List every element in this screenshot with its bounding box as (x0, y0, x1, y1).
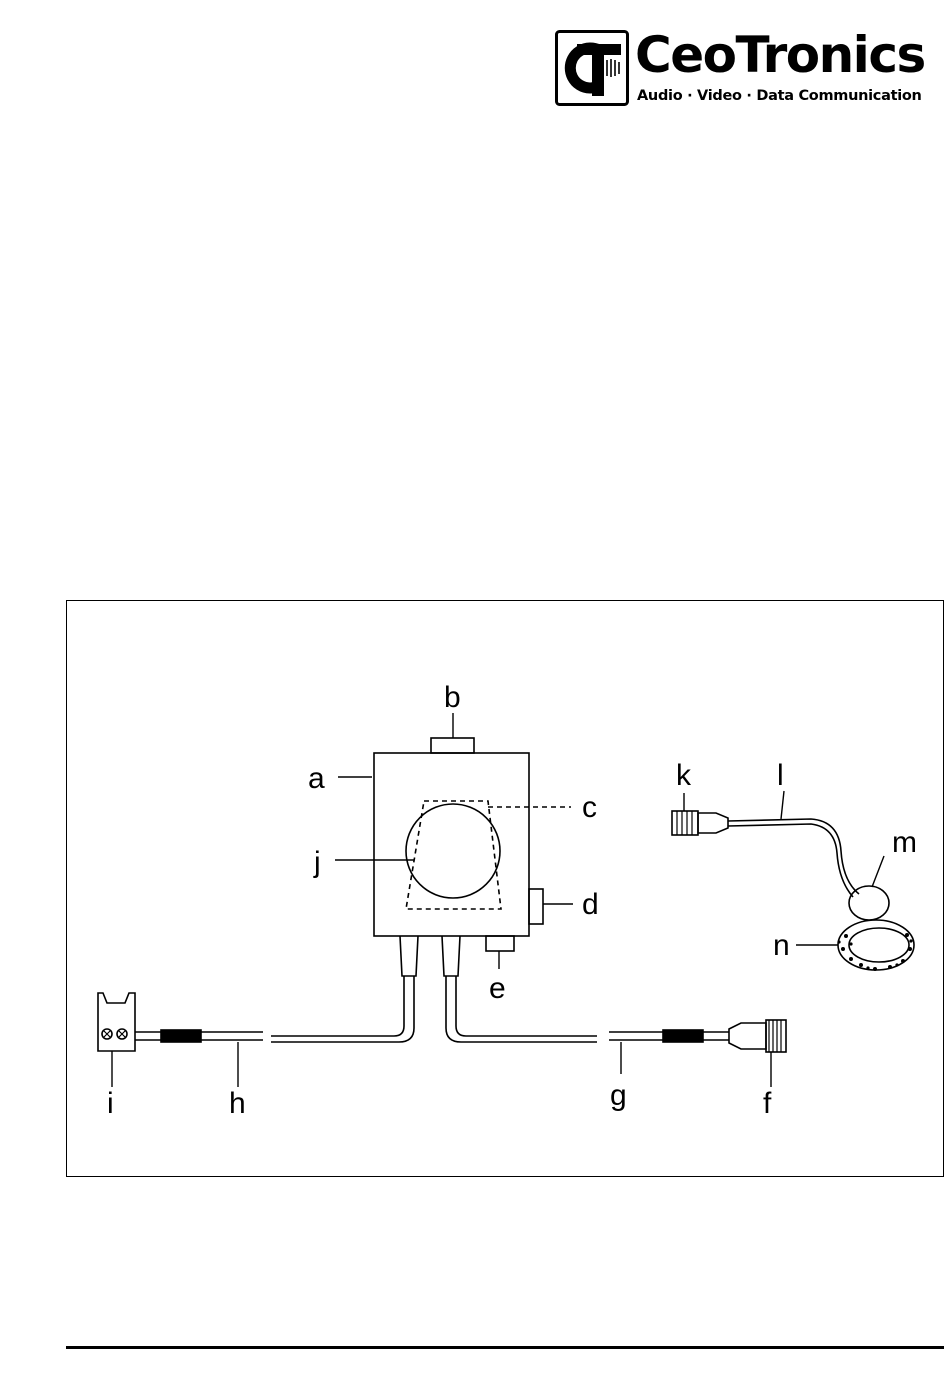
left-strain-relief (400, 936, 418, 976)
small-connector (672, 811, 698, 835)
cable-clip (98, 993, 135, 1051)
callout-l: l (777, 759, 784, 792)
right-cable (446, 976, 597, 1042)
control-box (374, 753, 529, 936)
brand-tagline: Audio · Video · Data Communication (637, 88, 922, 104)
product-diagram-frame: a b c d e f g h i j k l m n (66, 600, 944, 1177)
top-button (431, 738, 474, 753)
callout-j: j (313, 846, 321, 879)
callout-a: a (308, 762, 325, 795)
side-knob (529, 889, 543, 924)
callout-h: h (229, 1087, 246, 1120)
callout-d: d (582, 888, 599, 921)
callout-m: m (892, 826, 917, 859)
ct-monogram-icon (555, 30, 629, 106)
product-diagram: a b c d e f g h i j k l m n (67, 601, 945, 1178)
callout-n: n (773, 929, 790, 962)
left-cable (271, 976, 414, 1042)
callout-i: i (107, 1087, 114, 1120)
callout-g: g (610, 1079, 627, 1112)
speaker-circle (406, 804, 500, 898)
callout-e: e (489, 972, 506, 1005)
brand-name: CeoTronics (635, 24, 925, 86)
right-strain-relief (442, 936, 460, 976)
throat-mic-cable (728, 819, 859, 897)
ceotronics-logo: CeoTronics Audio · Video · Data Communic… (555, 28, 947, 110)
callout-k: k (676, 759, 692, 792)
callout-c: c (582, 791, 597, 824)
callout-f: f (763, 1087, 772, 1120)
footer-rule (66, 1346, 944, 1349)
bottom-knob (486, 936, 514, 951)
throat-microphone (849, 886, 889, 920)
callout-b: b (444, 681, 461, 714)
